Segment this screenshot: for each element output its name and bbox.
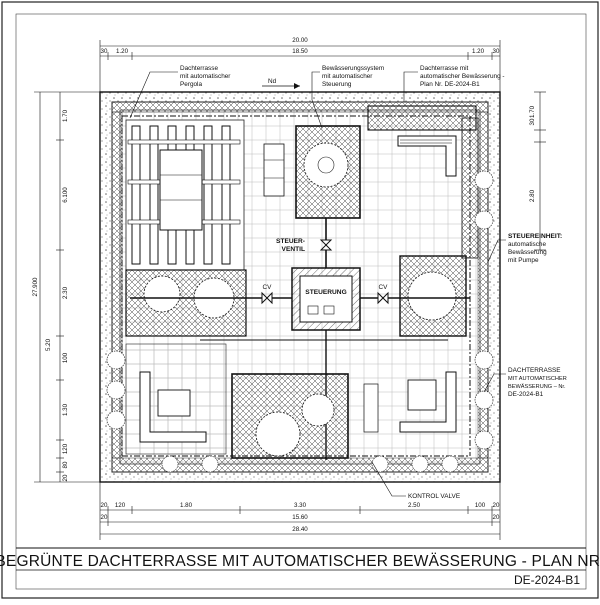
dim-left-seg-6: 1.30 [62, 403, 69, 416]
callout-irrigation-system: Bewässerungssystem mit automatischer Ste… [311, 65, 384, 129]
planter-south-center [231, 373, 349, 459]
dim-top-seg-1: 30 [101, 48, 108, 55]
dim-top-seg-3: 18.50 [292, 48, 308, 55]
plan-number: DE-2024-B1 [514, 573, 580, 587]
dim-bottom-seg-6: 100 [475, 502, 486, 509]
svg-text:KONTROL VALVE: KONTROL VALVE [408, 493, 460, 500]
inner-frame [15, 13, 587, 590]
check-valve-west: CV [261, 284, 273, 305]
dimension-bottom [99, 482, 501, 540]
dim-right-seg-1: 1.70 [529, 105, 536, 118]
dimension-left [34, 91, 100, 483]
svg-text:mit automatischer: mit automatischer [180, 73, 231, 80]
cv-right-label: CV [379, 284, 389, 291]
svg-text:Bewässerung: Bewässerung [508, 249, 547, 256]
dim-bottom-seg-2: 120 [115, 502, 126, 509]
svg-text:BEWÄSSERUNG – Nr.: BEWÄSSERUNG – Nr. [508, 383, 566, 390]
dim-bottom-seg-7: 20 [493, 502, 500, 509]
svg-text:automatische: automatische [508, 241, 546, 248]
control-box-label: STEUERUNG [305, 289, 346, 296]
svg-text:DE-2024-B1: DE-2024-B1 [508, 391, 544, 398]
callout-pergola: Dachterrasse mit automatischer Pergola [129, 65, 231, 119]
dim-left-seg-7: 120 [62, 443, 69, 454]
north-arrow: Nd [262, 78, 300, 89]
dim-top-seg-4: 1.20 [472, 48, 485, 55]
lounge-sofa-south-east [399, 371, 457, 433]
svg-text:MIT AUTOMATISCHER: MIT AUTOMATISCHER [508, 376, 567, 382]
dim-left-overall: 27.900 [32, 277, 39, 296]
svg-text:DACHTERRASSE: DACHTERRASSE [508, 367, 561, 374]
cv-left-label: CV [263, 284, 273, 291]
dim-left-seg-5: 100 [62, 352, 69, 363]
pergola [125, 119, 245, 271]
dining-table [159, 149, 203, 231]
dim-left-seg-8: 80 [62, 461, 69, 468]
lounge-sofa-south-west [139, 371, 207, 443]
svg-text:automatischer Bewässerung -: automatischer Bewässerung - [420, 73, 505, 80]
north-label: Nd [268, 78, 277, 85]
dimension-right [534, 91, 546, 251]
plan-title: BEGRÜNTE DACHTERRASSE MIT AUTOMATISCHER … [0, 552, 600, 570]
callout-kontrol-valve: KONTROL VALVE [371, 461, 460, 500]
dim-bottom-seg-3: 1.80 [180, 502, 193, 509]
callout-plan: Dachterrasse mit automatischer Bewässeru… [403, 65, 505, 102]
svg-text:Bewässerungssystem: Bewässerungssystem [322, 65, 384, 72]
title-block: BEGRÜNTE DACHTERRASSE MIT AUTOMATISCHER … [0, 547, 600, 587]
valve-label-2: VENTIL [282, 246, 305, 253]
svg-text:mit Pumpe: mit Pumpe [508, 257, 539, 264]
planter-east [399, 255, 467, 337]
dim-bottom-sub-2: 15.60 [292, 514, 308, 521]
check-valve-east: CV [377, 284, 389, 305]
valve-label-1: STEUER- [276, 238, 305, 245]
dim-left-seg-3: 2.30 [62, 286, 69, 299]
dim-bottom-seg-1: 20 [101, 502, 108, 509]
dim-bottom-sub-3: 20 [493, 514, 500, 521]
planter-north-east [367, 105, 477, 131]
svg-text:Plan Nr. DE-2024-B1: Plan Nr. DE-2024-B1 [420, 81, 480, 88]
callout-control-unit: STEUEREINHEIT: automatische Bewässerung … [487, 233, 562, 264]
svg-text:Dachterrasse: Dachterrasse [180, 65, 218, 72]
dim-bottom-overall: 28.40 [292, 526, 308, 533]
svg-text:Pergola: Pergola [180, 81, 202, 88]
bench-north [263, 143, 285, 197]
dim-top-seg-2: 1.20 [116, 48, 129, 55]
control-unit: STEUERUNG [291, 267, 361, 331]
dim-bottom-sub-1: 20 [101, 514, 108, 521]
svg-text:Dachterrasse mit: Dachterrasse mit [420, 65, 469, 72]
dim-left-seg-2: 6.100 [62, 187, 69, 203]
dim-left-seg-1: 1.70 [62, 109, 69, 122]
control-valve: STEUER- VENTIL [276, 238, 333, 253]
dim-top-overall: 20.00 [292, 37, 308, 44]
dimension-top [99, 40, 501, 92]
svg-text:STEUEREINHEIT:: STEUEREINHEIT: [508, 233, 562, 240]
dim-left-seg-9: 20 [62, 474, 69, 481]
lounge-sofa-north [397, 135, 457, 177]
dim-top-seg-5: 30 [493, 48, 500, 55]
dim-bottom-seg-5: 2.50 [408, 502, 421, 509]
dim-right-seg-3: 2.80 [529, 189, 536, 202]
dim-bottom-seg-4: 3.30 [294, 502, 307, 509]
svg-text:mit automatischer: mit automatischer [322, 73, 373, 80]
perimeter-shrubs [106, 170, 494, 473]
callout-terrace: DACHTERRASSE MIT AUTOMATISCHER BEWÄSSERU… [483, 367, 567, 398]
dim-left-seg-4: 5.20 [45, 338, 52, 351]
dim-right-seg-2: 30 [529, 118, 536, 125]
svg-text:Steuerung: Steuerung [322, 81, 352, 88]
planter-center-north [295, 125, 361, 219]
